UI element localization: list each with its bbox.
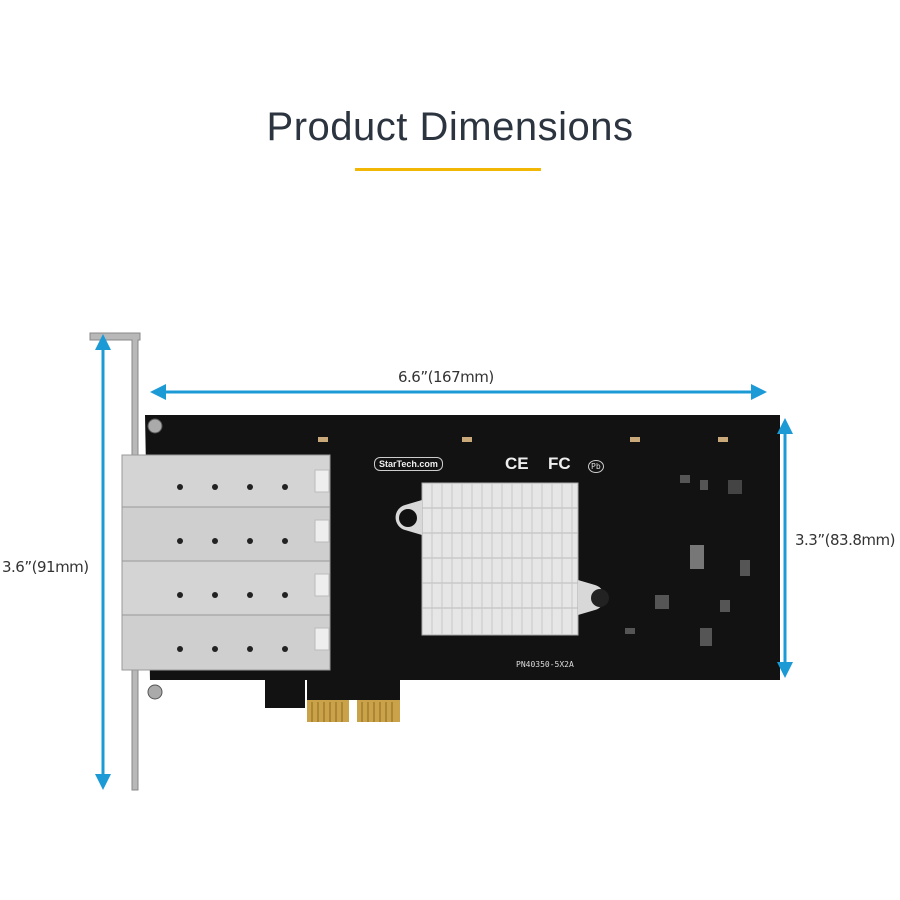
startech-logo: StarTech.com: [374, 457, 443, 471]
pcie-connector: [307, 700, 400, 722]
page-title: Product Dimensions: [266, 105, 634, 149]
pb-free-mark: Pb: [588, 460, 604, 473]
heatsink: [395, 482, 609, 636]
sfp-cages: [121, 454, 331, 671]
width-arrow: [150, 384, 767, 400]
width-label: 6.6”(167mm): [398, 368, 494, 386]
board-height-label: 3.3”(83.8mm): [795, 531, 895, 549]
ce-mark: CE: [505, 454, 529, 473]
bracket-height-arrow: [95, 334, 111, 790]
board-height-arrow: [777, 418, 793, 678]
fcc-mark: FC: [548, 454, 571, 473]
part-number: PN40350-5X2A: [516, 660, 574, 669]
title-underline: [355, 168, 541, 171]
bracket-height-label: 3.6”(91mm): [2, 558, 89, 576]
smd-components: [318, 437, 750, 646]
